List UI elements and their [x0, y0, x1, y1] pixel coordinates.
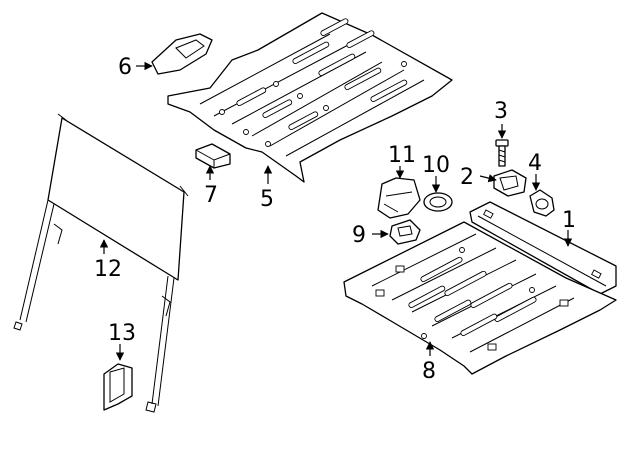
part-2-bracket [493, 169, 527, 197]
callout-11: 11 [388, 143, 416, 168]
part-4-grommet [529, 189, 555, 217]
upper-floor-panel [167, 12, 453, 183]
part-7-block [195, 143, 231, 169]
callout-9: 9 [352, 223, 366, 248]
lower-floor-panel [343, 221, 617, 375]
part-11-cover [377, 177, 421, 219]
callout-6: 6 [118, 55, 132, 80]
callout-4: 4 [528, 151, 542, 176]
leader-2 [479, 174, 497, 183]
callout-labels: 1 2 3 4 5 6 7 8 9 10 11 12 13 [94, 55, 576, 384]
callout-5: 5 [260, 187, 274, 212]
callout-13: 13 [108, 321, 136, 346]
callout-7: 7 [204, 183, 218, 208]
part-9-clip [389, 219, 421, 245]
part-1-crossmember [469, 201, 617, 295]
callout-8: 8 [422, 359, 436, 384]
part-3-bolt [495, 139, 509, 167]
callout-10: 10 [422, 153, 450, 178]
callout-2: 2 [460, 165, 474, 190]
callout-1: 1 [562, 208, 576, 233]
part-6-bracket [151, 33, 213, 75]
part-13-clip [103, 363, 133, 411]
callout-3: 3 [494, 99, 508, 124]
part-10-plug [423, 192, 453, 212]
callout-12: 12 [94, 257, 122, 282]
leader-lines [99, 61, 573, 361]
cargo-cover-screen [13, 113, 189, 413]
